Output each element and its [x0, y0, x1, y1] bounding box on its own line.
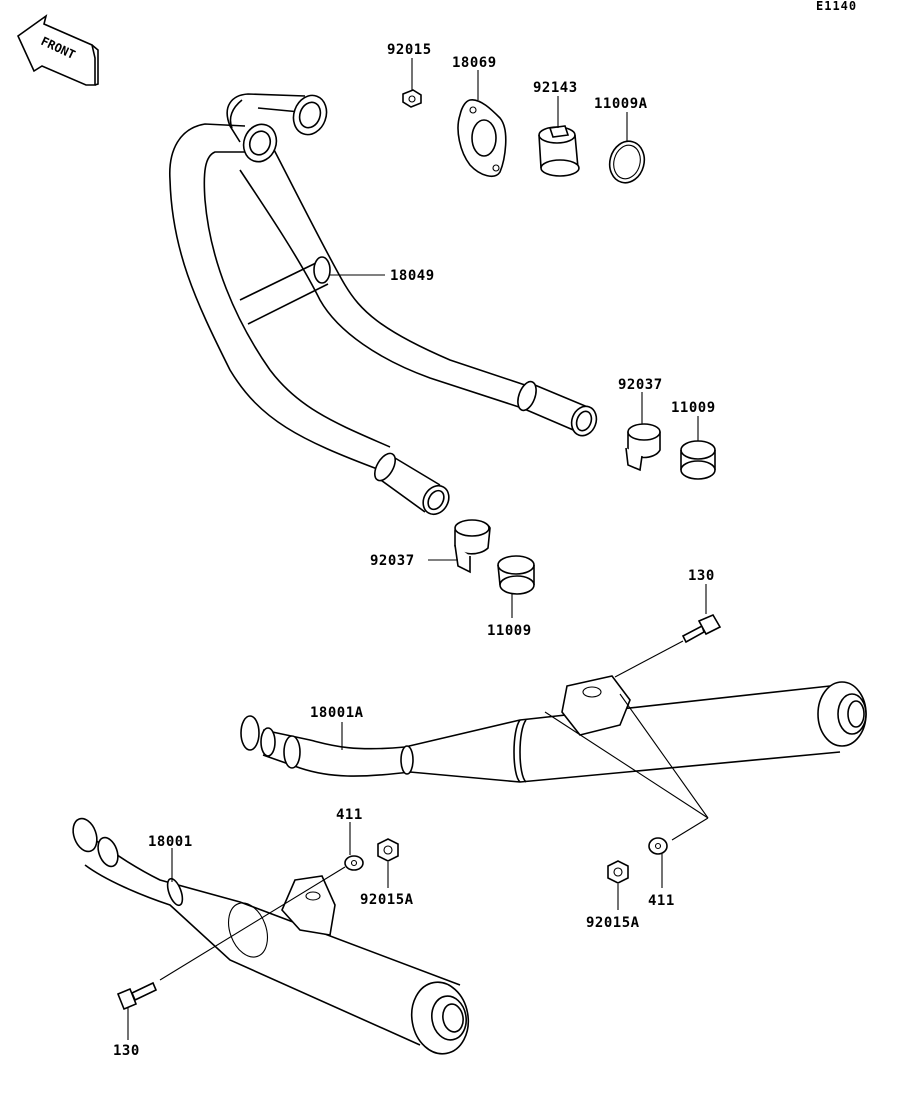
label-18049: 18049 [390, 268, 435, 284]
label-92037-left: 92037 [370, 553, 415, 569]
label-11009-right: 11009 [671, 400, 716, 416]
collar-92143 [538, 125, 580, 177]
label-92015A-left: 92015A [360, 892, 414, 908]
label-92143: 92143 [533, 80, 578, 96]
washer-411-left [344, 855, 364, 871]
nut-92015 [402, 89, 422, 108]
bolt-130-bottom [116, 981, 158, 1011]
exhaust-pipe-18049 [169, 93, 598, 516]
clamp-92037-left [454, 519, 491, 574]
label-92015A-right: 92015A [586, 915, 640, 931]
nut-92015A-left [377, 838, 399, 862]
muffler-18001 [72, 817, 470, 1055]
label-92015: 92015 [387, 42, 432, 58]
label-130-top: 130 [688, 568, 715, 584]
label-11009-left: 11009 [487, 623, 532, 639]
label-18001A: 18001A [310, 705, 364, 721]
diagram-code: E1140 [816, 0, 857, 13]
gasket-ring-11009A [608, 140, 646, 184]
gasket-11009-right [680, 440, 716, 480]
front-arrow-icon: FRONT [16, 14, 99, 86]
label-92037-right: 92037 [618, 377, 663, 393]
gasket-11009-left [497, 555, 535, 595]
washer-411-right [648, 837, 668, 855]
label-18069: 18069 [452, 55, 497, 71]
label-411-left: 411 [336, 807, 363, 823]
muffler-18001A [240, 675, 867, 783]
leader-lines [127, 58, 709, 1040]
gasket-18069 [457, 99, 507, 177]
label-411-right: 411 [648, 893, 675, 909]
label-18001: 18001 [148, 834, 193, 850]
label-130-bottom: 130 [113, 1043, 140, 1059]
nut-92015A-right [607, 860, 629, 884]
clamp-92037-right [625, 423, 661, 472]
label-11009A: 11009A [594, 96, 648, 112]
bolt-130-top [681, 613, 722, 644]
